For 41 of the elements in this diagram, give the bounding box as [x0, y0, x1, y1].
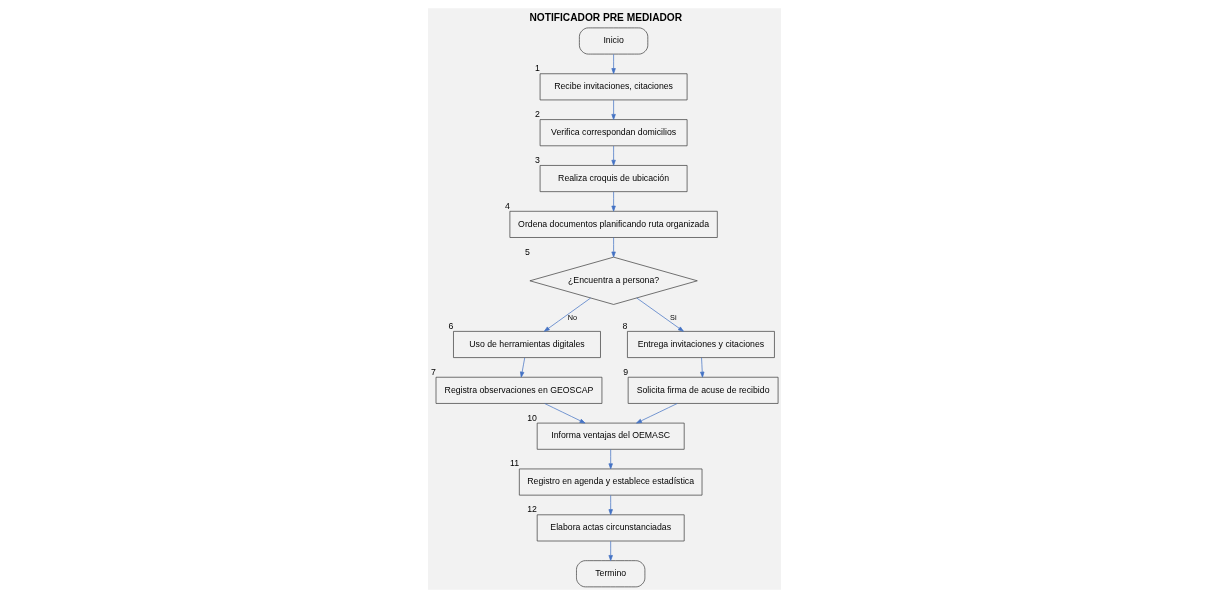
node-label: 2: [535, 109, 540, 120]
node-label: 7: [431, 366, 436, 377]
node-box: Informa ventajas del OEMASC: [536, 422, 685, 450]
node-diamond: ¿Encuentra a persona?: [529, 256, 698, 305]
node-label: 4: [504, 200, 510, 211]
node-box: Inicio: [579, 27, 649, 55]
diagram-title: NOTIFICADOR PRE MEDIADOR: [529, 12, 683, 24]
node-label: 8: [622, 320, 628, 331]
node-box: Registro en agenda y establece estadística: [518, 468, 703, 496]
arrow: [611, 237, 616, 258]
node-label: 1: [535, 63, 540, 74]
arrow: [700, 357, 705, 378]
node-label: 5: [524, 246, 530, 257]
node-label: 10: [527, 412, 537, 423]
arrow: [611, 191, 616, 212]
node-label: 6: [448, 320, 454, 331]
node-box: Recibe invitaciones, citaciones: [539, 73, 688, 101]
edge-label: Si: [670, 312, 677, 322]
arrow: [520, 357, 526, 378]
node-box: Entrega invitaciones y citaciones: [627, 331, 775, 358]
arrow: [611, 145, 616, 166]
arrow: [543, 297, 591, 332]
edge-label: No: [567, 312, 578, 322]
arrow: [608, 540, 613, 561]
node-label: 3: [535, 154, 540, 165]
node-box: Solicita firma de acuse de recibido: [627, 376, 779, 404]
arrow: [636, 297, 684, 332]
node-box: Uso de herramientas digitales: [453, 331, 601, 358]
node-box: Elabora actas circunstanciadas: [536, 514, 685, 542]
node-box: Verifica correspondan domicilios: [539, 119, 688, 147]
node-box: Termino: [576, 560, 646, 588]
node-box: Ordena documentos planificando ruta organizada: [509, 210, 718, 238]
arrow: [608, 449, 613, 470]
arrow: [611, 53, 616, 74]
arrow: [611, 99, 616, 120]
arrow: [608, 495, 613, 516]
node-label: 12: [527, 504, 537, 515]
node-box: Registra observaciones en GEOSCAP: [435, 376, 603, 404]
node-box: Realiza croquis de ubicación: [539, 165, 688, 192]
node-label: 11: [510, 458, 520, 469]
node-label: 9: [623, 366, 629, 377]
